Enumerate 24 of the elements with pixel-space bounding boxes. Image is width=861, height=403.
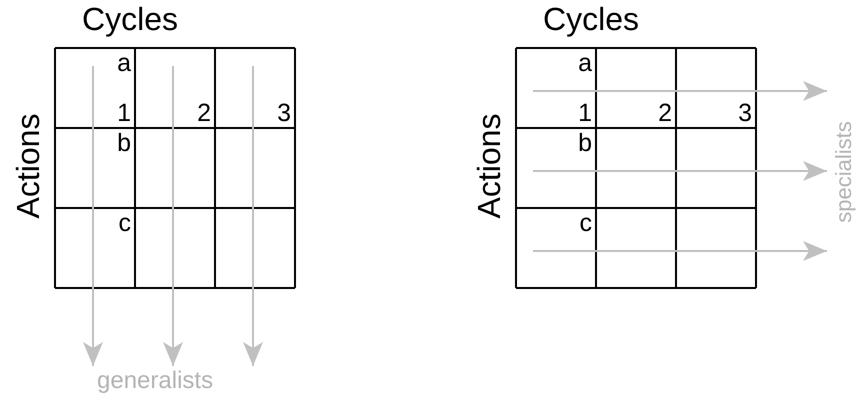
cell-label: 3	[277, 101, 291, 126]
arrow	[533, 81, 827, 101]
cell-label: a	[578, 51, 592, 76]
axis-title: Cycles	[82, 3, 178, 35]
axis-title: Actions	[473, 114, 505, 218]
cell-label: 2	[658, 101, 672, 126]
arrow	[533, 161, 827, 181]
arrow	[243, 66, 263, 366]
axis-title: Actions	[12, 114, 44, 218]
cell-label: c	[118, 211, 131, 236]
cell-label: a	[117, 51, 131, 76]
cell-label: b	[578, 131, 592, 156]
cell-label: 1	[578, 101, 592, 126]
cell-label: b	[117, 131, 131, 156]
axis-title: Cycles	[543, 3, 640, 35]
cell-label: 2	[197, 101, 211, 126]
arrow	[83, 66, 103, 366]
arrow	[163, 66, 183, 366]
cell-label: 3	[738, 101, 752, 126]
cell-label: c	[580, 211, 592, 236]
group-label: generalists	[97, 369, 214, 393]
cell-label: 1	[117, 101, 131, 126]
arrow	[533, 241, 827, 261]
group-label: specialists	[833, 121, 855, 223]
